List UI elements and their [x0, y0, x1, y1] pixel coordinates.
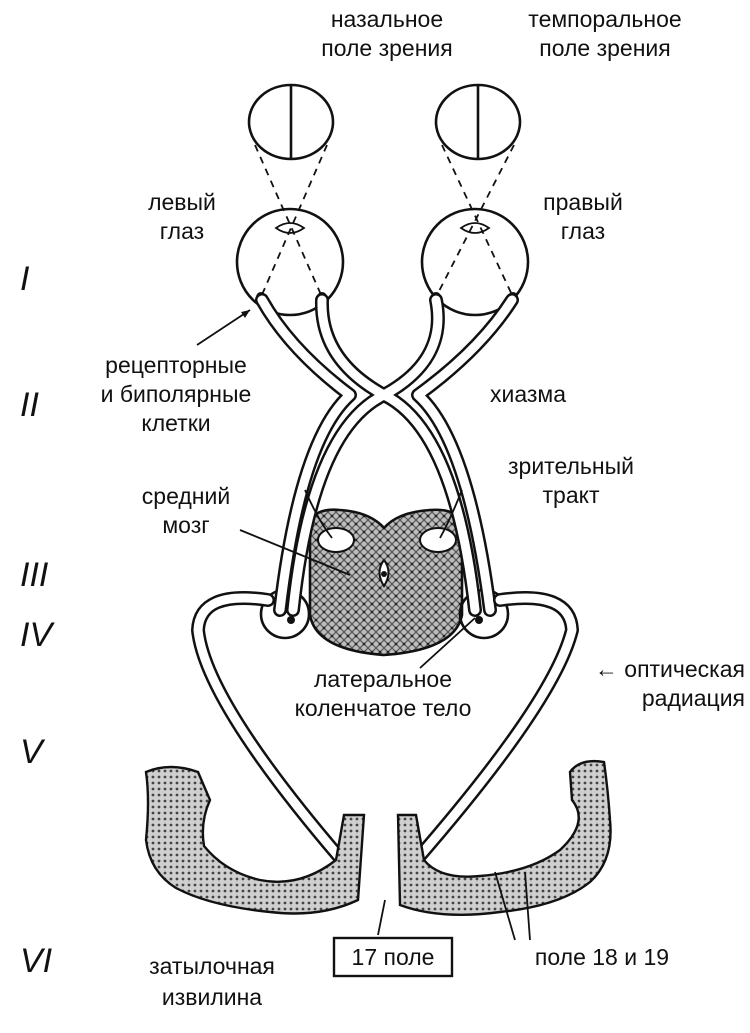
label-midbrain-line2: мозг: [162, 512, 209, 538]
label-nasal-field-line2: поле зрения: [321, 35, 452, 61]
level-6: VI: [20, 942, 53, 980]
label-right-eye-line2: глаз: [561, 218, 605, 244]
midbrain: [310, 510, 462, 655]
label-temporal-field-line1: темпоральное: [528, 6, 681, 32]
label-chiasm: хиазма: [490, 381, 566, 407]
label-left-eye-line1: левый: [148, 189, 216, 215]
level-3: III: [20, 556, 49, 594]
label-temporal-field-line2: поле зрения: [539, 35, 670, 61]
label-occipital-line2: извилина: [162, 984, 262, 1010]
area-17-box: 17 поле: [334, 938, 452, 976]
label-nasal-field: назальное поле зрения: [321, 6, 452, 61]
left-visual-field: [249, 85, 333, 159]
level-1: I: [20, 260, 30, 298]
light-projection-lines: [255, 145, 514, 297]
label-receptor-line1: рецепторные: [105, 352, 247, 378]
label-temporal-field: темпоральное поле зрения: [528, 6, 681, 61]
label-nasal-field-line1: назальное: [331, 6, 443, 32]
level-5: V: [20, 733, 46, 771]
label-optic-tract-line2: тракт: [543, 482, 600, 508]
level-2: II: [20, 386, 39, 424]
label-optic-radiation-line2: радиация: [642, 685, 745, 711]
label-receptor-line3: клетки: [141, 410, 210, 436]
label-occipital-line1: затылочная: [149, 953, 275, 979]
label-optic-tract-line1: зрительный: [508, 453, 634, 479]
label-lgn-line1: латеральное: [314, 666, 452, 692]
label-left-eye-line2: глаз: [160, 218, 204, 244]
label-area-17: 17 поле: [352, 944, 435, 970]
label-area-18-19: поле 18 и 19: [535, 944, 669, 970]
label-right-eye-line1: правый: [543, 189, 623, 215]
label-midbrain-line1: средний: [142, 483, 230, 509]
level-4: IV: [20, 616, 55, 654]
label-receptor-line2: и биполярные: [101, 381, 252, 407]
label-lgn-line2: коленчатое тело: [295, 695, 472, 721]
right-visual-field: [436, 85, 520, 159]
label-optic-radiation-line1: ← оптическая: [595, 656, 745, 682]
